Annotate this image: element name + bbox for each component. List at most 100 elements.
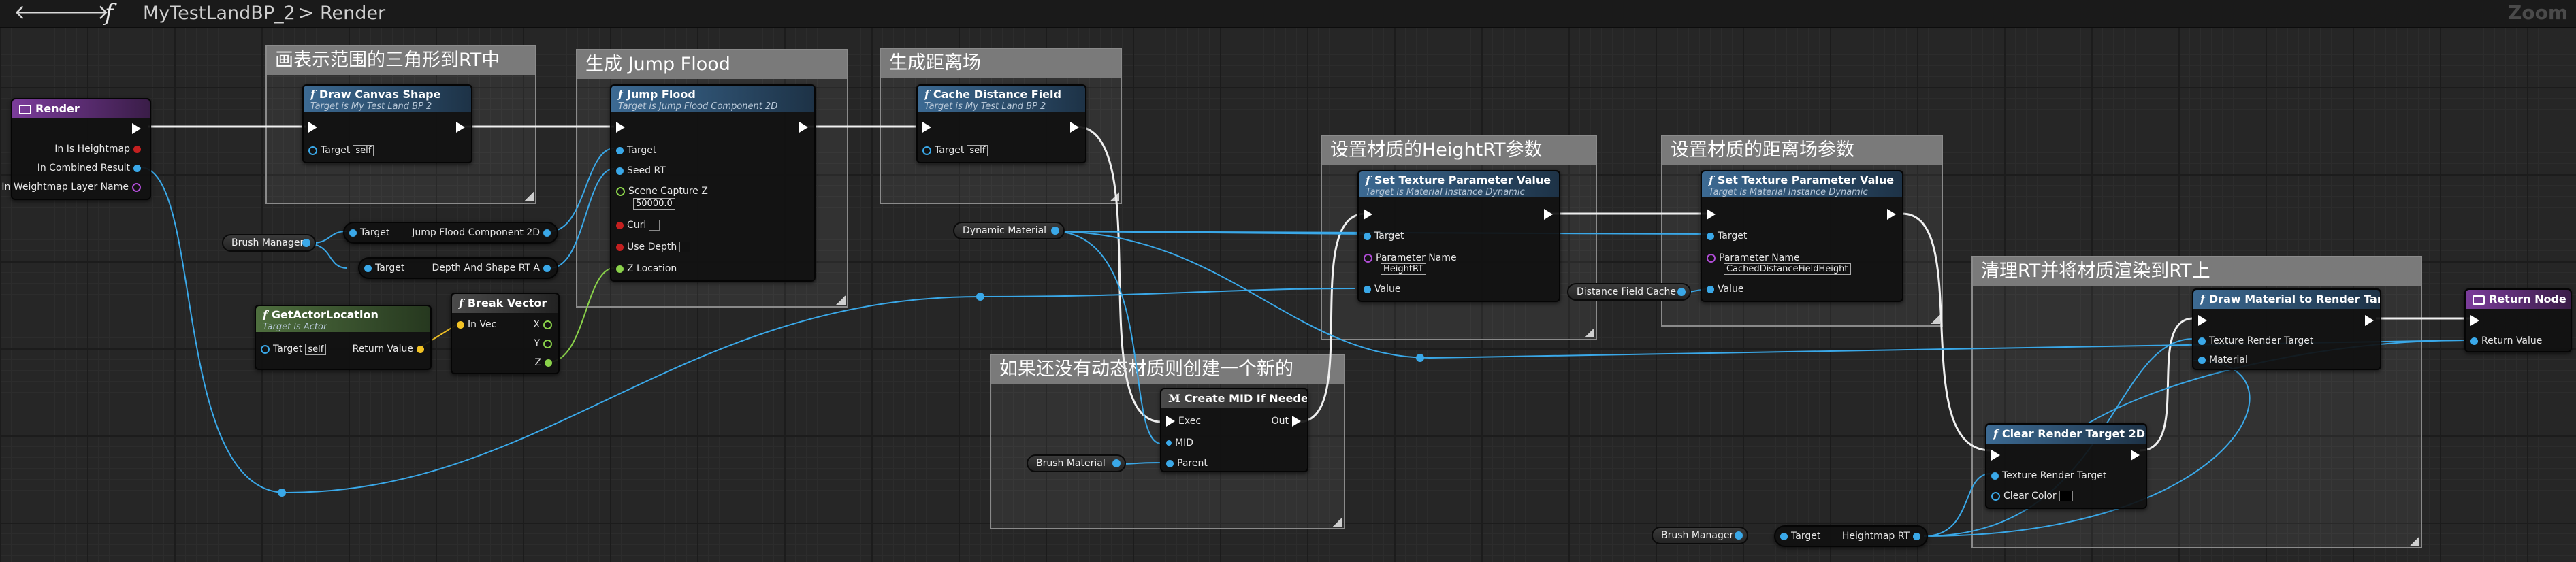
target-pin[interactable]: Target (346, 227, 389, 239)
exec-out-pin[interactable] (129, 122, 144, 135)
value-pin[interactable]: Value (1360, 283, 1400, 295)
distance-field-cache-variable[interactable]: Distance Field Cache (1567, 283, 1691, 301)
parent-pin[interactable]: Parent (1163, 457, 1208, 469)
material-pin[interactable]: Material (2195, 354, 2248, 366)
comment-title[interactable]: 设置材质的HeightRT参数 (1322, 136, 1596, 165)
out-pin[interactable]: Out (1272, 415, 1304, 427)
resize-grip[interactable] (1931, 314, 1940, 324)
comment-title[interactable]: 设置材质的距离场参数 (1662, 136, 1942, 165)
depth-and-shape-rt-pin[interactable]: Depth And Shape RT A (432, 262, 554, 274)
use-depth-checkbox[interactable] (679, 242, 691, 252)
parameter-name-pin[interactable]: Parameter Name (1703, 252, 1800, 264)
brush-manager-variable[interactable]: Brush Manager (222, 234, 316, 252)
target-pin[interactable]: Target (613, 144, 656, 156)
exec-out-pin[interactable] (2362, 314, 2377, 327)
value-pin[interactable]: Value (1703, 283, 1743, 295)
target-pin[interactable]: Target (1777, 530, 1820, 542)
y-pin[interactable]: Y (534, 337, 556, 350)
back-arrow-icon[interactable]: 🡐 (14, 1, 69, 24)
target-pin[interactable]: Target (1360, 230, 1404, 242)
use-depth-pin[interactable]: Use Depth (613, 241, 691, 253)
comment-title[interactable]: 生成距离场 (881, 49, 1121, 78)
scene-capture-z-pin[interactable]: Scene Capture Z (613, 185, 708, 197)
heightmap-rt-pin[interactable]: Heightmap RT (1842, 530, 1924, 542)
target-pin[interactable]: Target (1703, 230, 1747, 242)
return-value-pin[interactable]: Return Value (2467, 335, 2542, 347)
exec-in-pin[interactable]: Exec (1163, 415, 1201, 427)
forward-arrow-icon[interactable]: 🡒 (54, 1, 110, 24)
exec-out-pin[interactable] (1541, 208, 1556, 220)
render-entry-node[interactable]: Render In Is Heightmap In Combined Resul… (1, 98, 151, 200)
exec-out-pin[interactable] (796, 121, 811, 133)
exec-in-pin[interactable] (613, 121, 628, 133)
exec-in-pin[interactable] (2467, 314, 2483, 327)
exec-in-pin[interactable] (919, 121, 935, 133)
resize-grip[interactable] (1585, 328, 1594, 337)
texture-render-target-pin[interactable]: Texture Render Target (2195, 335, 2313, 347)
in-weightmap-layer-name-pin[interactable]: In Weightmap Layer Name (1, 181, 144, 193)
x-pin[interactable]: X (533, 318, 556, 331)
z-pin[interactable]: Z (534, 357, 556, 369)
parameter-name-pin[interactable]: Parameter Name (1360, 252, 1457, 264)
exec-out-pin[interactable] (1884, 208, 1899, 220)
scene-capture-z-field[interactable]: 50000.0 (630, 197, 675, 210)
exec-out-pin[interactable] (453, 121, 468, 133)
comment-title[interactable]: 如果还没有动态材质则创建一个新的 (991, 355, 1344, 384)
brush-manager-variable-2[interactable]: Brush Manager (1652, 527, 1748, 544)
texture-render-target-pin[interactable]: Texture Render Target (1988, 469, 2106, 482)
resize-grip[interactable] (1333, 517, 1342, 527)
reroute-node[interactable] (278, 489, 286, 497)
comment-title[interactable]: 清理RT并将材质渲染到RT上 (1973, 257, 2421, 286)
exec-in-pin[interactable] (305, 121, 321, 133)
depth-and-shape-rt-getter[interactable]: Target Depth And Shape RT A (358, 257, 558, 279)
parameter-name-field[interactable]: CachedDistanceFieldHeight (1721, 263, 1851, 275)
reroute-node[interactable] (1416, 354, 1424, 362)
reroute-node[interactable] (976, 293, 984, 301)
curl-checkbox[interactable] (649, 220, 660, 231)
parameter-name-field[interactable]: HeightRT (1378, 263, 1427, 275)
exec-out-pin[interactable] (1067, 121, 1082, 133)
curl-pin[interactable]: Curl (613, 219, 660, 231)
in-vec-pin[interactable]: In Vec (453, 318, 496, 331)
resize-grip[interactable] (524, 192, 534, 201)
target-pin[interactable]: Target (361, 262, 404, 274)
exec-in-pin[interactable] (2195, 314, 2210, 327)
dynamic-material-variable[interactable]: Dynamic Material (953, 222, 1065, 239)
exec-in-pin[interactable] (1988, 449, 2003, 461)
comment-title[interactable]: 生成 Jump Flood (577, 50, 847, 79)
in-combined-result-pin[interactable]: In Combined Result (37, 162, 144, 174)
breadcrumb-blueprint[interactable]: MyTestLandBP_2 (143, 3, 295, 24)
z-location-pin[interactable]: Z Location (613, 263, 677, 275)
mid-pin[interactable]: MID (1163, 437, 1193, 449)
jump-flood-component-getter[interactable]: Target Jump Flood Component 2D (343, 222, 558, 244)
in-is-heightmap-pin[interactable]: In Is Heightmap (54, 143, 144, 155)
brush-material-variable[interactable]: Brush Material (1027, 454, 1126, 472)
return-node[interactable]: Return Node Return Value (2464, 288, 2572, 352)
return-value-pin[interactable]: Return Value (353, 343, 428, 355)
seed-rt-pin[interactable]: Seed RT (613, 165, 666, 177)
comment-title[interactable]: 画表示范围的三角形到RT中 (267, 46, 535, 75)
resize-grip[interactable] (836, 295, 846, 305)
exec-out-pin[interactable] (2127, 449, 2143, 461)
heightmap-rt-getter[interactable]: Target Heightmap RT (1774, 525, 1928, 547)
exec-in-pin[interactable] (1360, 208, 1376, 220)
clear-color-pin[interactable]: Clear Color (1988, 490, 2073, 502)
clear-color-swatch[interactable] (2059, 491, 2073, 501)
breadcrumb-graph[interactable]: Render (320, 3, 386, 24)
resize-grip[interactable] (2410, 536, 2419, 546)
jump-flood-component-pin[interactable]: Jump Flood Component 2D (412, 227, 554, 239)
exec-in-pin[interactable] (1703, 208, 1719, 220)
